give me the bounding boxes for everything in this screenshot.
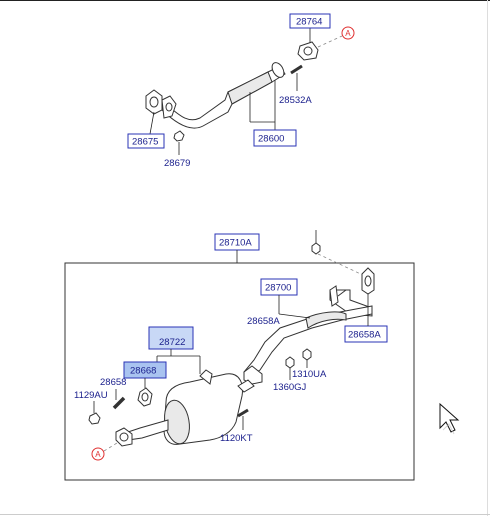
svg-text:1129AU: 1129AU — [74, 390, 108, 401]
svg-text:1360GJ: 1360GJ — [273, 382, 307, 393]
hanger-rubber — [137, 387, 153, 407]
svg-text:28658: 28658 — [100, 377, 126, 388]
label-1360GJ[interactable]: 1360GJ — [273, 382, 307, 393]
svg-text:28764: 28764 — [296, 17, 322, 28]
svg-text:A: A — [345, 29, 351, 38]
label-1310UA[interactable]: 1310UA — [292, 369, 327, 380]
label-28710A[interactable]: 28710A — [214, 233, 260, 251]
svg-text:28700: 28700 — [265, 283, 291, 294]
main-muffler — [115, 369, 255, 447]
label-28679[interactable]: 28679 — [164, 158, 190, 169]
label-1129AU[interactable]: 1129AU — [74, 390, 108, 401]
label-28700[interactable]: 28700 — [260, 278, 298, 296]
svg-text:28722: 28722 — [159, 337, 185, 348]
hanger-28677B — [311, 242, 321, 255]
svg-text:28600: 28600 — [258, 134, 284, 145]
label-28532A[interactable]: 28532A — [279, 95, 312, 106]
bolt-28658 — [112, 396, 126, 410]
svg-text:A: A — [95, 450, 101, 459]
front-pipe — [145, 62, 286, 129]
right-border — [487, 0, 488, 516]
svg-text:28668: 28668 — [130, 366, 156, 377]
label-28722[interactable]: 28722 — [148, 326, 194, 350]
mouse-cursor-icon — [439, 402, 460, 435]
center-pipe — [243, 305, 373, 385]
nut-28679 — [173, 130, 185, 142]
label-28668[interactable]: 28668 — [123, 361, 167, 379]
svg-text:28532A: 28532A — [279, 95, 312, 106]
ref-circle-bottom: A — [91, 447, 105, 461]
svg-text:28658A: 28658A — [247, 316, 280, 327]
svg-text:1120KT: 1120KT — [220, 433, 253, 444]
label-28658A-left[interactable]: 28658A — [247, 316, 280, 327]
nut-1310UA — [302, 348, 312, 361]
svg-text:28658A: 28658A — [348, 330, 381, 341]
label-28658A-right[interactable]: 28658A — [344, 325, 388, 343]
assembly-frame — [64, 262, 415, 481]
label-28764[interactable]: 28764 — [289, 13, 331, 29]
label-28600[interactable]: 28600 — [253, 129, 297, 147]
svg-text:28679: 28679 — [164, 158, 190, 169]
svg-text:28710A: 28710A — [219, 238, 252, 249]
gasket-28764 — [297, 41, 319, 61]
label-28658[interactable]: 28658 — [100, 377, 126, 388]
label-1120KT[interactable]: 1120KT — [220, 433, 253, 444]
bolt-1129AU — [88, 412, 101, 425]
bolt-28532A — [290, 64, 303, 75]
bolt-1120KT — [237, 408, 249, 418]
svg-text:28675: 28675 — [132, 137, 158, 148]
top-border — [0, 0, 490, 1]
bolt-1360GJ — [285, 356, 295, 369]
svg-text:1310UA: 1310UA — [292, 369, 327, 380]
ref-circle-top: A — [341, 26, 355, 40]
bottom-border — [0, 514, 490, 515]
label-28675[interactable]: 28675 — [127, 133, 165, 149]
